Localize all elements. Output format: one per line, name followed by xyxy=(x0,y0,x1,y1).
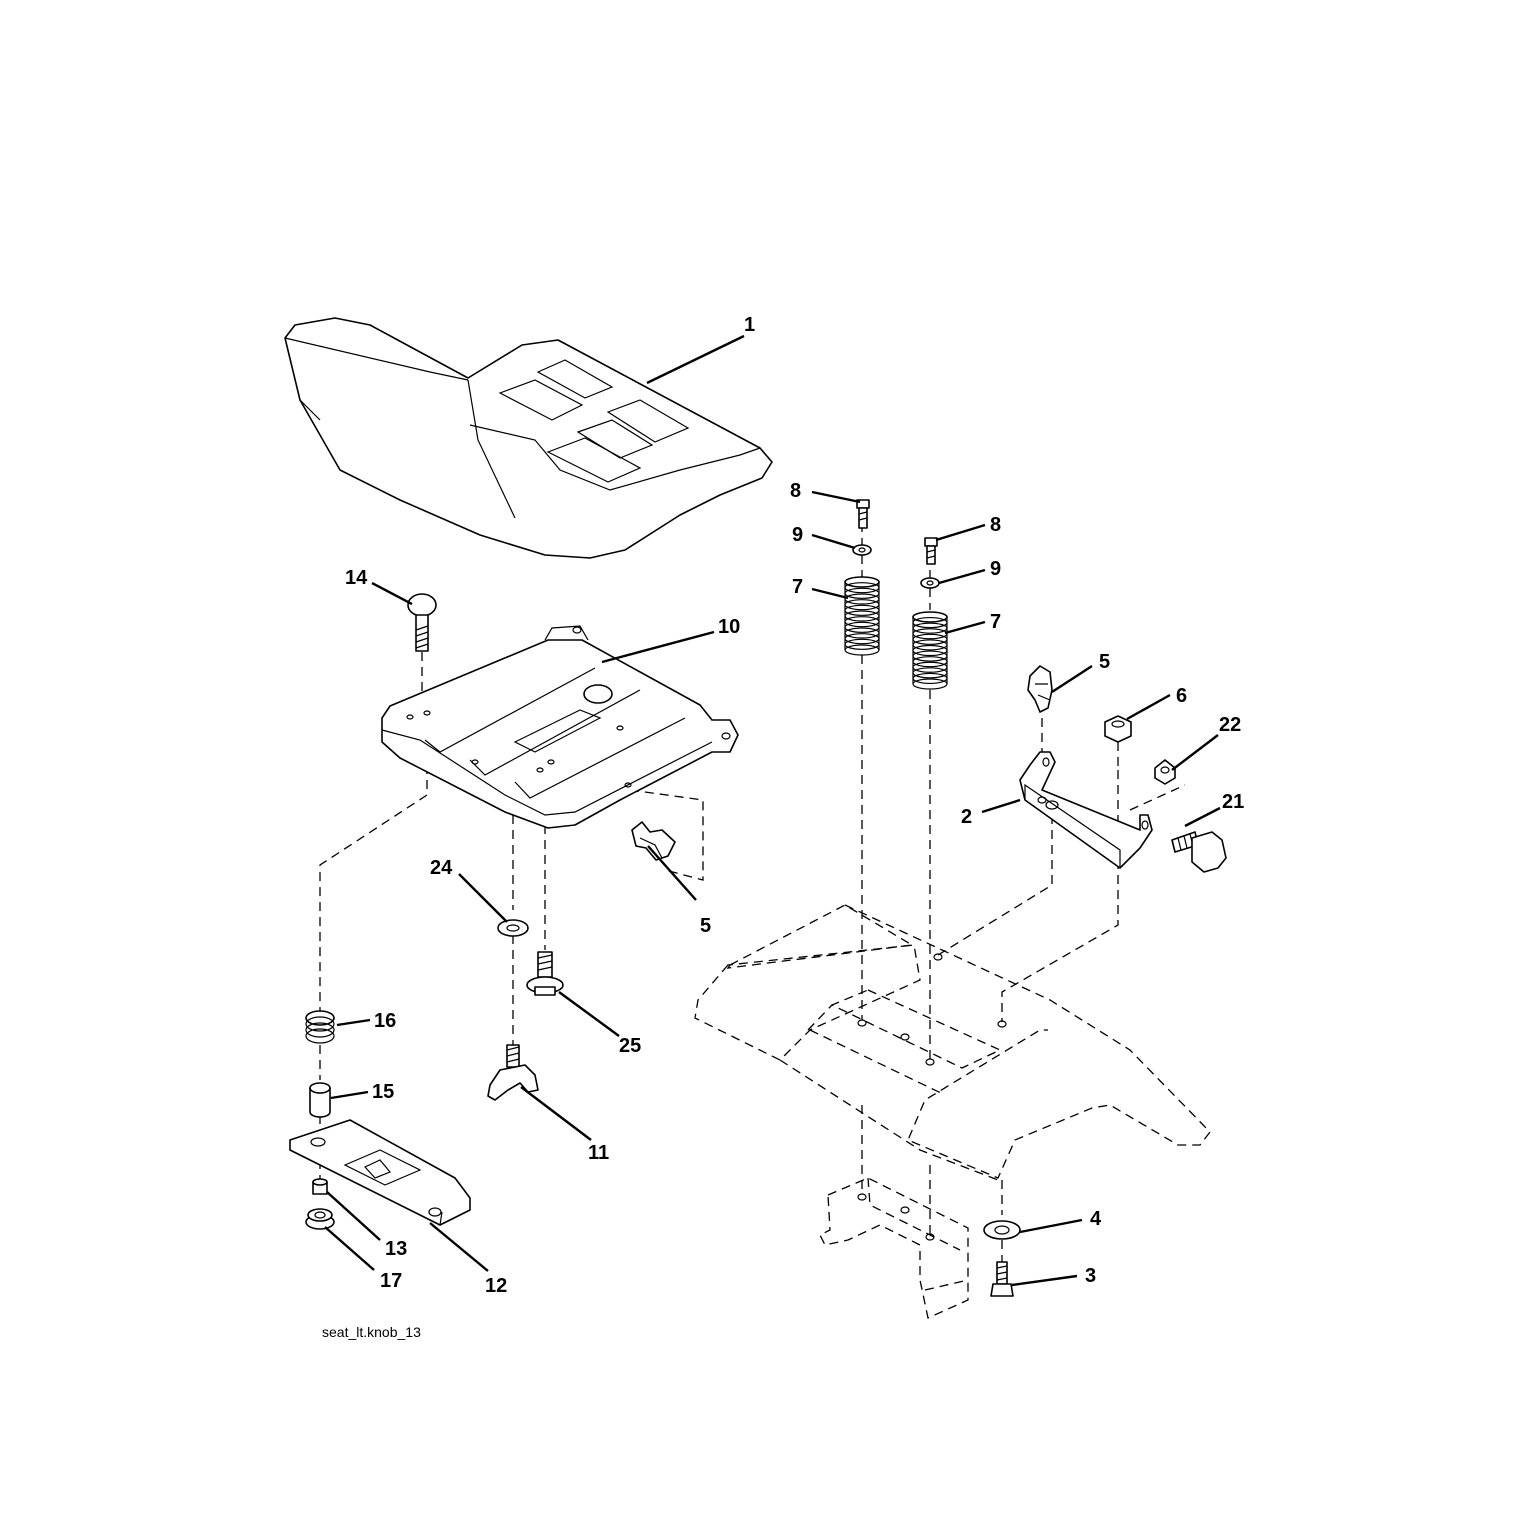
nut-part-22 xyxy=(1154,759,1176,785)
callout-numbers: 1 2 3 4 5 5 6 7 7 8 8 9 9 10 11 12 13 14… xyxy=(345,314,1244,1297)
callout-4: 4 xyxy=(1090,1208,1102,1230)
knob-bolt-part-21 xyxy=(1171,831,1227,873)
washer-part-24 xyxy=(497,919,529,937)
spring-coil xyxy=(844,587,880,599)
callout-12: 12 xyxy=(485,1275,507,1297)
spring-coil xyxy=(844,627,880,639)
seat-pan-part-10 xyxy=(381,625,739,829)
callout-3: 3 xyxy=(1085,1265,1096,1287)
callout-16: 16 xyxy=(374,1010,396,1032)
spring-coil xyxy=(844,633,880,645)
bolt-part-3 xyxy=(990,1261,1014,1297)
spring-coil xyxy=(844,576,880,588)
slide-plate-part-12 xyxy=(289,1119,471,1226)
carriage-bolt-part-14 xyxy=(407,593,437,652)
callout-22: 22 xyxy=(1219,714,1241,736)
callout-10: 10 xyxy=(718,616,740,638)
callout-7-right: 7 xyxy=(990,611,1001,633)
washer-part-9-left xyxy=(852,544,872,556)
nut-part-13 xyxy=(312,1178,328,1195)
callout-2: 2 xyxy=(961,806,972,828)
diagram-caption: seat_lt.knob_13 xyxy=(322,1324,421,1340)
knob-part-11 xyxy=(487,1044,539,1101)
callout-11: 11 xyxy=(588,1142,609,1164)
callout-8-right: 8 xyxy=(990,514,1001,536)
washer-part-9-right xyxy=(920,577,940,589)
leader-lines xyxy=(324,334,1221,1287)
spring-coil xyxy=(844,599,880,611)
spring-coil xyxy=(844,593,880,605)
callout-14: 14 xyxy=(345,567,368,589)
seat-part-1 xyxy=(284,317,773,559)
spring-part-7-right xyxy=(912,611,948,690)
spring-coil xyxy=(844,604,880,616)
callout-24: 24 xyxy=(430,857,453,879)
fender-reference xyxy=(694,904,1211,1319)
washer-part-4 xyxy=(983,1220,1021,1240)
spring-coil xyxy=(844,638,880,650)
callout-7-left: 7 xyxy=(792,576,803,598)
clip-part-5-right xyxy=(1027,665,1053,713)
spacer-part-15 xyxy=(309,1082,331,1118)
bolt-part-25 xyxy=(526,951,564,996)
hex-nut-part-6 xyxy=(1104,715,1132,743)
callout-8-left: 8 xyxy=(790,480,801,502)
spring-coil xyxy=(844,610,880,622)
bolt-part-8-right xyxy=(924,537,938,565)
callout-15: 15 xyxy=(372,1081,394,1103)
callout-21: 21 xyxy=(1222,791,1244,813)
spring-coil xyxy=(844,621,880,633)
callout-25: 25 xyxy=(619,1035,641,1057)
spring-coil xyxy=(844,644,880,656)
callout-6: 6 xyxy=(1176,685,1187,707)
callout-13: 13 xyxy=(385,1238,407,1260)
spring-part-7-left xyxy=(844,576,880,656)
assembly-centerlines xyxy=(319,508,1186,1262)
callout-9-left: 9 xyxy=(792,524,803,546)
callout-5-left: 5 xyxy=(700,915,711,937)
bolt-part-8-left xyxy=(856,499,870,529)
flange-nut-part-17 xyxy=(305,1208,335,1230)
clip-part-5-left xyxy=(631,821,676,861)
callout-9-right: 9 xyxy=(990,558,1001,580)
callout-17: 17 xyxy=(380,1270,402,1292)
callout-1: 1 xyxy=(744,314,755,336)
bracket-part-2 xyxy=(1019,751,1153,869)
spring-part-16 xyxy=(305,1010,335,1044)
spring-coil xyxy=(844,616,880,628)
callout-5-right: 5 xyxy=(1099,651,1110,673)
